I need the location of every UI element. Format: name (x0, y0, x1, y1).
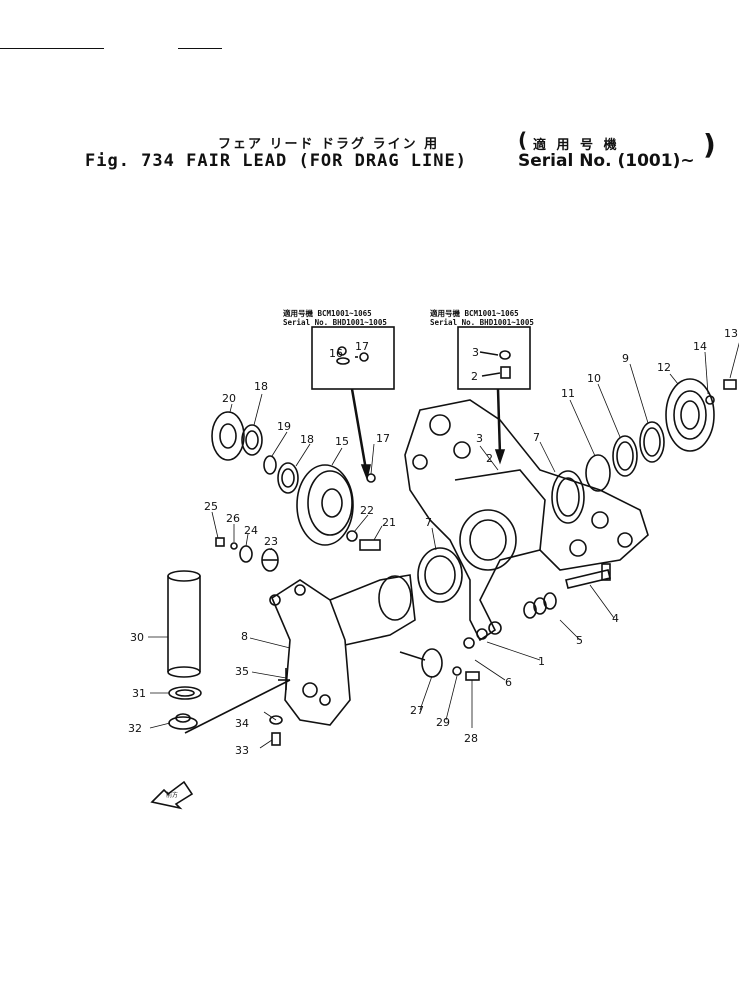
callout-1: 1 (538, 655, 545, 668)
ring-11 (585, 454, 611, 492)
callout-3-main: 3 (476, 432, 483, 445)
callout-7a: 7 (533, 431, 540, 444)
sheave-15 (296, 464, 354, 546)
ring-10 (612, 435, 638, 477)
callout-12: 12 (657, 361, 671, 374)
callout-20: 20 (222, 392, 236, 405)
dashed-guide (184, 679, 291, 734)
header-rule-left (0, 48, 104, 49)
inset2-line2: Serial No. BHD1001~1005 (430, 318, 534, 327)
bushing-23 (261, 548, 279, 572)
callout-33: 33 (235, 744, 249, 757)
spacer-19 (263, 455, 277, 475)
washer-26 (230, 542, 238, 550)
callout-25: 25 (204, 500, 218, 513)
callout-24: 24 (244, 524, 258, 537)
washer-24 (239, 545, 253, 563)
bolt-33 (271, 732, 281, 746)
nut-22 (346, 530, 358, 542)
bushing-31 (168, 686, 202, 700)
bolt-13 (723, 379, 737, 390)
callout-16: 16 (329, 347, 343, 360)
callout-19: 19 (277, 420, 291, 433)
spacers-5 (523, 592, 557, 619)
seal-7-upper (551, 470, 585, 524)
inset2-line1: 適用号機 BCM1001~1065 (430, 308, 519, 318)
callout-18b: 18 (300, 433, 314, 446)
washer-34 (269, 715, 283, 725)
callout-2: 2 (471, 370, 478, 383)
bracket-right: ) (703, 128, 716, 161)
front-arrow-icon (150, 780, 194, 810)
washer-29 (452, 666, 462, 676)
callout-4: 4 (612, 612, 619, 625)
callout-28: 28 (464, 732, 478, 745)
fairlead-base-bracket (404, 399, 649, 642)
title-japanese: フェア リード ドラグ ライン 用 (218, 137, 440, 152)
plate-32 (168, 713, 198, 730)
callout-14: 14 (693, 340, 707, 353)
bearing-18-a (241, 424, 263, 456)
inset1-parts (336, 346, 369, 365)
applicable-japanese: 適 用 号 機 (533, 138, 620, 153)
seal-7-lower (417, 547, 463, 603)
bolt-4 (565, 563, 611, 589)
callout-31: 31 (132, 687, 146, 700)
callout-26: 26 (226, 512, 240, 525)
callout-8: 8 (241, 630, 248, 643)
shaft-27 (399, 648, 443, 678)
bearing-18-b (277, 462, 299, 494)
callout-2-main: 2 (486, 452, 493, 465)
inset2-parts (479, 350, 511, 379)
callout-13: 13 (724, 327, 738, 340)
callout-9: 9 (622, 352, 629, 365)
grease-fitting-17 (366, 473, 376, 483)
pin-21 (359, 539, 381, 551)
callout-11: 11 (561, 387, 575, 400)
callout-15: 15 (335, 435, 349, 448)
inset-box-1 (311, 326, 395, 481)
bolt-25 (215, 537, 225, 547)
ring-9 (639, 421, 665, 463)
callout-29: 29 (436, 716, 450, 729)
serial-number: Serial No. (1001)~ (518, 151, 695, 171)
callout-35: 35 (235, 665, 249, 678)
callout-21: 21 (382, 516, 396, 529)
front-arrow-label: 前方 (166, 791, 178, 799)
callout-10: 10 (587, 372, 601, 385)
inset-box-2 (457, 326, 531, 465)
callout-3: 3 (472, 346, 479, 359)
inset1-line1: 適用号機 BCM1001~1065 (283, 308, 372, 318)
bolt-28 (465, 671, 480, 681)
callout-7b: 7 (425, 516, 432, 529)
cover-20 (211, 411, 245, 461)
inset1-line2: Serial No. BHD1001~1005 (283, 318, 387, 327)
bracket-left: ( (518, 128, 528, 152)
washer-14 (705, 395, 715, 405)
callout-23: 23 (264, 535, 278, 548)
nuts-6 (463, 628, 488, 649)
callout-18a: 18 (254, 380, 268, 393)
cover-12 (665, 378, 715, 452)
header-rule-right (178, 48, 222, 49)
swing-arm-8 (269, 574, 416, 726)
callout-6: 6 (505, 676, 512, 689)
callout-17b: 17 (376, 432, 390, 445)
callout-5: 5 (576, 634, 583, 647)
callout-22: 22 (360, 504, 374, 517)
callout-27: 27 (410, 704, 424, 717)
callout-32: 32 (128, 722, 142, 735)
figure-title: Fig. 734 FAIR LEAD (FOR DRAG LINE) (85, 151, 467, 171)
callout-34: 34 (235, 717, 249, 730)
pin-30 (167, 570, 201, 678)
callout-30: 30 (130, 631, 144, 644)
callout-17a: 17 (355, 340, 369, 353)
